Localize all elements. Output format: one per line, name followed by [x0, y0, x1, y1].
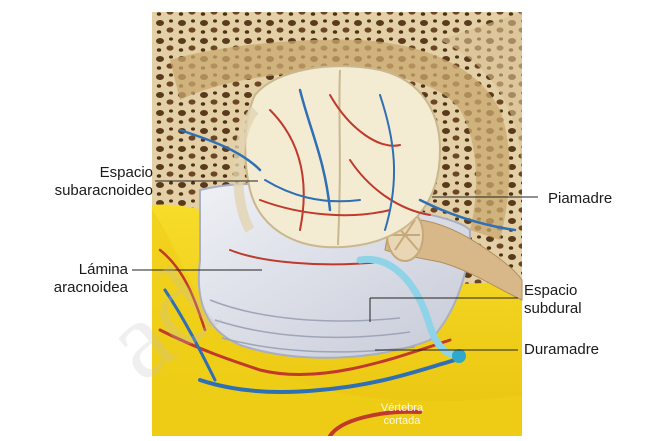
label-vertebra-cortada: Vértebra cortada — [372, 402, 432, 428]
label-piamadre: Piamadre — [548, 190, 612, 208]
spinal-cord — [238, 66, 440, 247]
label-espacio-subaracnoideo: Espacio subaracnoideo — [5, 164, 153, 200]
label-lamina-aracnoidea: Lámina aracnoidea — [22, 261, 128, 297]
label-espacio-subdural: Espacio subdural — [524, 282, 582, 318]
csf-bulb — [452, 349, 466, 363]
label-duramadre: Duramadre — [524, 341, 599, 359]
